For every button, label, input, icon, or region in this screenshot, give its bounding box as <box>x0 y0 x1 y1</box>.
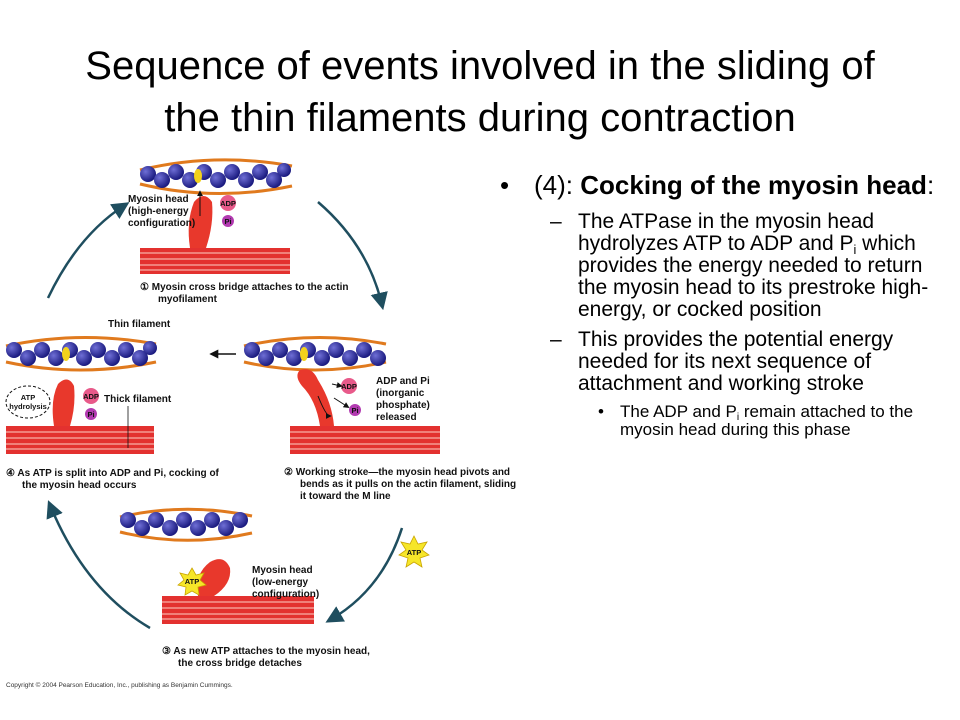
step3-head-label: (low-energy <box>252 577 309 588</box>
atp-label: ATP <box>185 577 199 586</box>
step1-caption: myofilament <box>158 294 218 305</box>
thin-filament-label: Thin filament <box>108 319 171 330</box>
thick-filament-bar <box>6 426 154 454</box>
thick-filament-label: Thick filament <box>104 394 172 405</box>
released-label: phosphate) <box>376 400 430 411</box>
hydrolysis-label: ATP <box>21 393 35 402</box>
tropomyosin-strand <box>243 360 387 372</box>
adp-molecule <box>341 378 357 394</box>
step4-caption: the myosin head occurs <box>22 480 137 491</box>
tropomyosin-strand <box>139 158 293 172</box>
adp-molecule <box>220 195 236 211</box>
step3-panel: ATP Myosin head (low-energy configuratio… <box>119 507 370 669</box>
bound-atp-molecule <box>177 567 207 596</box>
tropomyosin-strand <box>119 530 253 542</box>
step4-caption: ④ As ATP is split into ADP and Pi, cocki… <box>6 468 220 479</box>
actin-beads <box>120 512 248 536</box>
title-line-2: the thin filaments during contraction <box>164 96 796 140</box>
bullet-list: • (4): Cocking of the myosin head: – The… <box>500 172 940 439</box>
cycle-arrow-4-to-1 <box>46 202 130 299</box>
hydrolysis-label: hydrolysis <box>9 402 47 411</box>
cycle-arrow-2-to-3 <box>325 527 404 623</box>
cycle-arrow-3-to-4 <box>46 500 151 630</box>
copyright-notice: Copyright © 2004 Pearson Education, Inc.… <box>6 681 233 689</box>
binding-site <box>62 347 70 361</box>
atp-hydrolysis-bubble <box>5 385 51 419</box>
bullet-step-number: (4): <box>534 170 581 200</box>
step2-panel: ADP Pi ADP and Pi (inorganic phosphate) … <box>243 335 516 502</box>
tropomyosin-strand <box>139 182 293 196</box>
step3-head-label: Myosin head <box>252 565 313 576</box>
thick-filament-bar <box>162 596 314 624</box>
step1-head-label: configuration) <box>128 218 195 229</box>
released-label: ADP and Pi <box>376 376 430 387</box>
binding-site <box>194 169 202 183</box>
adp-label: ADP <box>341 382 357 391</box>
released-label: released <box>376 412 417 423</box>
myosin-head <box>197 559 231 596</box>
bullet-heading: Cocking of the myosin head <box>580 170 927 200</box>
pi-label: Pi <box>351 406 358 415</box>
step2-caption: it toward the M line <box>300 491 391 502</box>
bullet-level2: – This provides the potential energy nee… <box>550 328 894 395</box>
free-atp-molecule: ATP <box>398 535 430 568</box>
binding-site <box>300 347 308 361</box>
step2-caption: ② Working stroke—the myosin head pivots … <box>284 467 510 478</box>
step1-head-label: (high-energy <box>128 206 189 217</box>
cycle-arrow-1-to-2 <box>317 201 388 311</box>
adp-molecule <box>83 388 99 404</box>
step2-caption: bends as it pulls on the actin filament,… <box>300 479 516 490</box>
step1-head-label: Myosin head <box>128 194 189 205</box>
pi-molecule <box>349 404 361 416</box>
tropomyosin-strand <box>243 335 387 348</box>
pi-molecule <box>222 215 234 227</box>
title-line-1: Sequence of events involved in the slidi… <box>85 44 875 88</box>
adp-label: ADP <box>83 392 99 401</box>
actin-beads <box>244 342 386 366</box>
step1-caption: ① Myosin cross bridge attaches to the ac… <box>140 282 348 293</box>
cross-bridge-cycle-figure: ADP Pi Myosin head (high-energy configur… <box>0 150 516 705</box>
actin-beads <box>140 163 291 188</box>
thick-filament-bar <box>290 426 440 454</box>
step4-panel: ADP Pi ATP hydrolysis Thick filament ④ A… <box>5 335 220 491</box>
pi-molecule <box>85 408 97 420</box>
released-label: (inorganic <box>376 388 425 399</box>
tropomyosin-strand <box>5 335 157 348</box>
myosin-head <box>188 196 213 248</box>
myosin-head <box>297 369 334 426</box>
bullet-level2: – The ATPase in the myosin head hydrolyz… <box>550 210 929 321</box>
adp-label: ADP <box>220 199 236 208</box>
atp-label: ATP <box>407 548 421 557</box>
page-title: Sequence of events involved in the slidi… <box>20 40 940 144</box>
pi-label: Pi <box>224 217 231 226</box>
bullet-level3: • The ADP and Pi remain attached to the … <box>598 402 914 439</box>
step3-caption: the cross bridge detaches <box>178 658 302 669</box>
step3-head-label: configuration) <box>252 589 319 600</box>
pi-label: Pi <box>87 410 94 419</box>
bullet-level1: • (4): Cocking of the myosin head: <box>500 170 935 200</box>
step1-panel: ADP Pi Myosin head (high-energy configur… <box>128 158 348 305</box>
step3-caption: ③ As new ATP attaches to the myosin head… <box>162 646 370 657</box>
actin-beads <box>6 341 157 366</box>
myosin-head <box>52 379 75 426</box>
